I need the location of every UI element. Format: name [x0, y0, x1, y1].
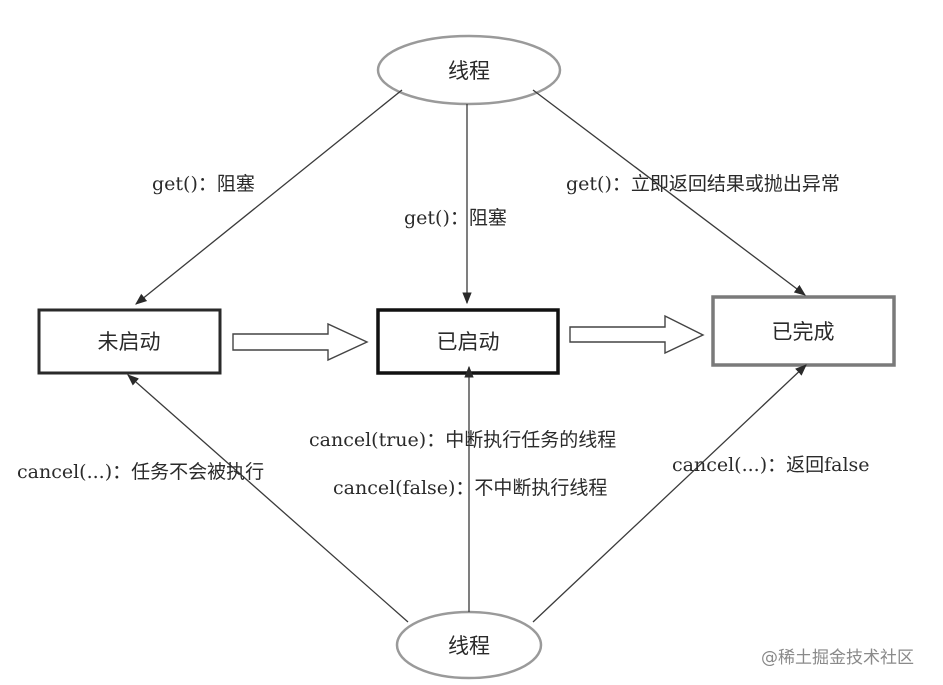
transition-arrow-2	[569, 314, 705, 355]
label-get-immediate: get()：立即返回结果或抛出异常	[566, 173, 840, 195]
label-get-block-center: get()：阻塞	[404, 207, 507, 229]
edge-top-to-completed	[532, 89, 806, 296]
edge-bottom-to-completed	[532, 364, 807, 623]
label-cancel-false: cancel(false)：不中断执行线程	[333, 477, 607, 499]
edge-bottom-to-not-started	[127, 374, 409, 623]
thread-top-label: 线程	[448, 59, 490, 83]
not-started-node: 未启动	[37, 308, 222, 375]
label-cancel-return-false: cancel(...)：返回false	[672, 454, 870, 476]
not-started-label: 未启动	[98, 330, 161, 354]
completed-node: 已完成	[711, 295, 896, 367]
completed-label: 已完成	[772, 320, 835, 344]
label-cancel-not-exec: cancel(...)：任务不会被执行	[17, 461, 264, 483]
label-cancel-true: cancel(true)：中断执行任务的线程	[309, 429, 616, 451]
edge-top-to-not-started	[135, 89, 403, 305]
started-label: 已启动	[437, 330, 500, 354]
thread-bottom-node: 线程	[395, 610, 543, 680]
thread-top-node: 线程	[376, 34, 562, 106]
started-node: 已启动	[376, 308, 560, 375]
thread-bottom-label: 线程	[448, 634, 490, 658]
label-get-block-left: get()：阻塞	[152, 173, 255, 195]
transition-arrow-1	[232, 322, 369, 362]
watermark-text: @稀土掘金技术社区	[761, 648, 914, 668]
